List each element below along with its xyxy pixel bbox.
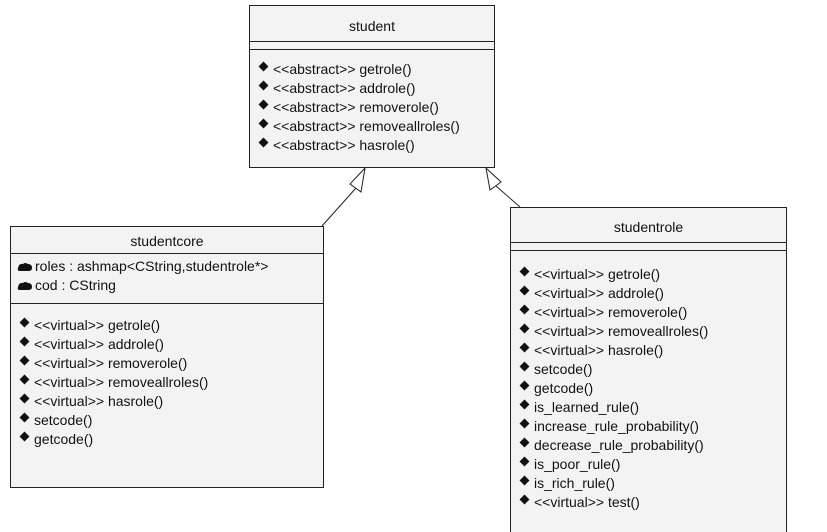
attributes-section-studentrole (511, 243, 786, 251)
operation-row: <<abstract>> addrole() (256, 79, 488, 98)
operation-row: <<abstract>> hasrole() (256, 136, 488, 155)
operation-icon (19, 336, 30, 347)
operation-icon (519, 285, 530, 296)
operation-icon (519, 399, 530, 410)
operation-row: <<abstract>> removeallroles() (256, 117, 488, 136)
operation-row: getcode() (17, 430, 317, 449)
operation-row: is_poor_rule() (517, 455, 780, 474)
operation-icon (519, 456, 530, 467)
operation-icon (19, 355, 30, 366)
operation-row: <<virtual>> removerole() (517, 303, 780, 322)
operation-row: <<virtual>> removerole() (17, 354, 317, 373)
operation-icon (519, 342, 530, 353)
operation-icon (19, 431, 30, 442)
operation-row: <<virtual>> getrole() (17, 316, 317, 335)
operation-row: <<virtual>> getrole() (517, 265, 780, 284)
operation-row: <<virtual>> hasrole() (517, 341, 780, 360)
generalization-arrowhead-studentrole (485, 166, 502, 191)
operation-icon (19, 317, 30, 328)
operation-row: <<virtual>> removeallroles() (517, 322, 780, 341)
operation-row: <<virtual>> addrole() (17, 335, 317, 354)
operation-icon (519, 437, 530, 448)
operation-icon (258, 80, 269, 91)
operation-row: increase_rule_probability() (517, 417, 780, 436)
operation-icon (519, 304, 530, 315)
operation-row: <<abstract>> removerole() (256, 98, 488, 117)
operation-row: is_learned_rule() (517, 398, 780, 417)
generalization-line-studentcore (321, 187, 357, 227)
operation-row: <<virtual>> test() (517, 493, 780, 512)
operation-icon (519, 266, 530, 277)
class-studentcore[interactable]: studentcore roles : ashmap<CString,stude… (10, 226, 324, 488)
class-name-studentcore: studentcore (11, 227, 323, 254)
operation-icon (519, 475, 530, 486)
class-name-student: student (250, 6, 494, 42)
operation-icon (258, 61, 269, 72)
operation-icon (258, 99, 269, 110)
attribute-row: roles : ashmap<CString,studentrole*> (17, 257, 317, 276)
attribute-icon (17, 262, 32, 271)
operation-row: <<virtual>> addrole() (517, 284, 780, 303)
operation-row: <<virtual>> removeallroles() (17, 373, 317, 392)
operation-row: setcode() (17, 411, 317, 430)
operation-icon (519, 380, 530, 391)
operation-icon (258, 118, 269, 129)
operations-section-studentrole: <<virtual>> getrole() <<virtual>> addrol… (511, 251, 786, 516)
attributes-section-studentcore: roles : ashmap<CString,studentrole*> cod… (11, 254, 323, 304)
class-name-studentrole: studentrole (511, 208, 786, 243)
operation-icon (519, 494, 530, 505)
operation-row: is_rich_rule() (517, 474, 780, 493)
operation-row: decrease_rule_probability() (517, 436, 780, 455)
operation-row: setcode() (517, 360, 780, 379)
operation-icon (19, 393, 30, 404)
operation-row: <<virtual>> hasrole() (17, 392, 317, 411)
attributes-section-student (250, 42, 494, 50)
operation-icon (258, 137, 269, 148)
operation-icon (519, 361, 530, 372)
operation-icon (19, 374, 30, 385)
operations-section-studentcore: <<virtual>> getrole() <<virtual>> addrol… (11, 304, 323, 453)
class-student[interactable]: student <<abstract>> getrole() <<abstrac… (249, 5, 495, 168)
generalization-line-studentrole (495, 185, 521, 208)
operation-icon (19, 412, 30, 423)
operation-row: getcode() (517, 379, 780, 398)
generalization-arrowhead-studentcore (349, 166, 366, 193)
operations-section-student: <<abstract>> getrole() <<abstract>> addr… (250, 50, 494, 159)
attribute-row: cod : CString (17, 276, 317, 295)
operation-icon (519, 418, 530, 429)
attribute-icon (17, 281, 32, 290)
class-studentrole[interactable]: studentrole <<virtual>> getrole() <<virt… (510, 207, 787, 532)
operation-icon (519, 323, 530, 334)
operation-row: <<abstract>> getrole() (256, 60, 488, 79)
